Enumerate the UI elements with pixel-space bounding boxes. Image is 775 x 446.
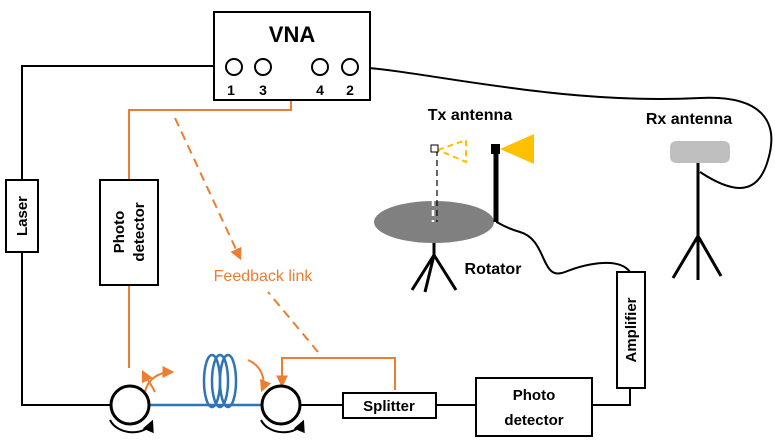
feedback-link-label: Feedback link [214, 268, 314, 285]
vna-port-1 [225, 58, 243, 76]
vna-port-label-3: 3 [259, 82, 267, 98]
photodetector-left-line2: detector [131, 202, 148, 261]
electrical-wiring [21, 65, 773, 406]
amplifier-box: Amplifier [616, 271, 646, 389]
feedback-fiber [276, 357, 396, 390]
wire-laser-to-circulator [21, 252, 110, 406]
horn-dashed-icon [435, 138, 467, 164]
vna-port-label-4: 4 [316, 82, 324, 98]
tx-antenna-label: Tx antenna [428, 107, 513, 124]
rx-antenna-body-icon [670, 141, 730, 163]
splitter-label: Splitter [363, 398, 415, 415]
circulator-right [260, 384, 305, 434]
tx-horn-icon [500, 134, 534, 164]
optical-paths [128, 60, 396, 393]
circulator-right-in-arrow [247, 359, 272, 393]
wire-vna-to-rx [357, 66, 773, 189]
vna-title: VNA [269, 22, 316, 47]
wire-vna-to-laser [21, 65, 214, 180]
photodetector-left-line1: Photo [111, 211, 128, 254]
photodetector-right-line2: detector [504, 412, 563, 429]
rx-antenna [670, 141, 730, 280]
circulator-left [109, 384, 154, 434]
laser-label: Laser [14, 196, 31, 236]
rotator [374, 134, 534, 293]
photodetector-left-box: Photo detector [99, 179, 159, 286]
vna-port-label-2: 2 [346, 82, 354, 98]
amplifier-label: Amplifier [623, 297, 640, 362]
vna-box: VNA 1 3 4 2 [213, 11, 371, 101]
fiber-coil [150, 353, 262, 409]
vna-port-2 [341, 58, 359, 76]
circulator-left-out-arrow [144, 366, 175, 393]
feedback-dashed-arrow-lower [267, 291, 319, 353]
vna-port-4 [311, 58, 329, 76]
laser-box: Laser [5, 179, 39, 253]
rotator-label: Rotator [465, 261, 522, 278]
rx-antenna-label: Rx antenna [646, 111, 732, 128]
photodetector-right-line1: Photo [513, 387, 556, 404]
splitter-box: Splitter [342, 392, 437, 419]
circulator-left-in-arrow [141, 369, 156, 393]
vna-port-3 [254, 58, 272, 76]
photodetector-right-box: Photo detector [475, 377, 593, 437]
vna-port-label-1: 1 [227, 82, 235, 98]
wire-amplifier-to-tx [495, 221, 631, 275]
feedback-dashed-arrow-upper [174, 117, 242, 261]
wire-photodetector-to-amplifier [592, 388, 631, 406]
